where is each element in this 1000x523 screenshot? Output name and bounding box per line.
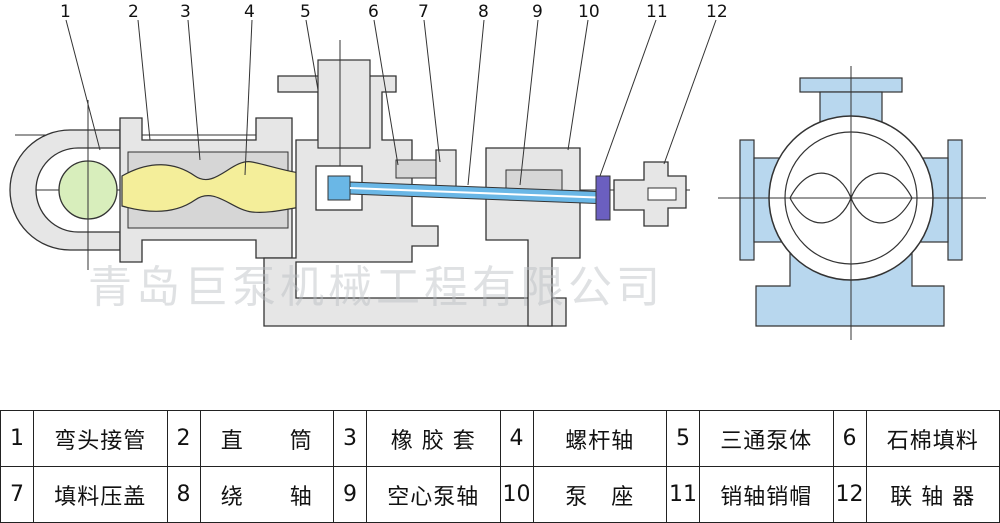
coupling-insert — [327, 175, 351, 201]
parts-legend-row: 7 填料压盖 8 绕 轴 9 空心泵轴 10 泵 座 11 销轴销帽 12 联 … — [0, 466, 1000, 523]
legend-number: 10 — [499, 466, 534, 523]
legend-name: 石棉填料 — [865, 410, 1000, 467]
legend-name: 空心泵轴 — [366, 466, 501, 523]
leader-11 — [599, 19, 657, 177]
coupling-bore — [647, 187, 677, 201]
leader-12 — [663, 19, 717, 165]
callout-3: 3 — [180, 2, 191, 22]
asbestos-packing — [395, 159, 437, 179]
parts-legend-table: 1 弯头接管 2 直 筒 3 橡 胶 套 4 螺杆轴 5 三通泵体 6 石棉填料… — [0, 410, 1000, 523]
legend-number: 9 — [333, 466, 367, 523]
leader-9 — [519, 19, 539, 186]
callout-7: 7 — [418, 2, 429, 22]
legend-number: 12 — [832, 466, 867, 523]
legend-name: 螺杆轴 — [532, 410, 667, 467]
callout-1: 1 — [60, 2, 71, 22]
elbow-pipe — [9, 129, 121, 251]
legend-name: 橡 胶 套 — [366, 410, 501, 467]
leader-3 — [187, 19, 201, 161]
callout-11: 11 — [646, 2, 668, 22]
leader-6 — [373, 19, 399, 166]
end-view-right-flange — [947, 139, 963, 261]
legend-name: 销轴销帽 — [699, 466, 834, 523]
legend-number: 5 — [666, 410, 700, 467]
callout-5: 5 — [300, 2, 311, 22]
legend-name: 泵 座 — [532, 466, 667, 523]
legend-name: 弯头接管 — [33, 410, 168, 467]
leader-5 — [305, 19, 319, 91]
leader-8 — [467, 19, 485, 186]
legend-number: 7 — [0, 466, 34, 523]
pin-cap — [595, 175, 611, 221]
callout-2: 2 — [128, 2, 139, 22]
pump-cross-section-diagram: 1 2 3 4 5 6 7 8 9 10 11 12 青岛巨泵机械工程有限公司 — [9, 2, 986, 340]
leader-lines — [65, 19, 717, 186]
legend-number: 8 — [166, 466, 201, 523]
legend-name: 三通泵体 — [699, 410, 834, 467]
legend-number: 1 — [0, 410, 34, 467]
outlet-pipe — [317, 59, 371, 149]
legend-number: 11 — [666, 466, 700, 523]
legend-name: 联 轴 器 — [865, 466, 1000, 523]
leader-10 — [567, 19, 589, 151]
parts-legend-row: 1 弯头接管 2 直 筒 3 橡 胶 套 4 螺杆轴 5 三通泵体 6 石棉填料 — [0, 410, 1000, 467]
legend-number: 4 — [499, 410, 534, 467]
leader-7 — [423, 19, 441, 163]
legend-name: 填料压盖 — [33, 466, 168, 523]
legend-number: 6 — [832, 410, 867, 467]
watermark: 青岛巨泵机械工程有限公司 — [88, 262, 664, 313]
legend-name: 直 筒 — [199, 410, 334, 467]
callout-12: 12 — [706, 2, 728, 22]
callout-9: 9 — [532, 2, 543, 22]
callout-8: 8 — [478, 2, 489, 22]
end-view-left-flange — [739, 139, 755, 261]
callout-10: 10 — [578, 2, 600, 22]
leader-1 — [65, 19, 101, 151]
flex-shaft — [349, 187, 611, 199]
end-view — [718, 66, 986, 340]
legend-name: 绕 轴 — [199, 466, 334, 523]
callout-6: 6 — [368, 2, 379, 22]
legend-number: 2 — [166, 410, 201, 467]
legend-number: 3 — [333, 410, 367, 467]
callout-4: 4 — [244, 2, 255, 22]
leader-2 — [137, 19, 151, 141]
leader-4 — [244, 19, 253, 176]
